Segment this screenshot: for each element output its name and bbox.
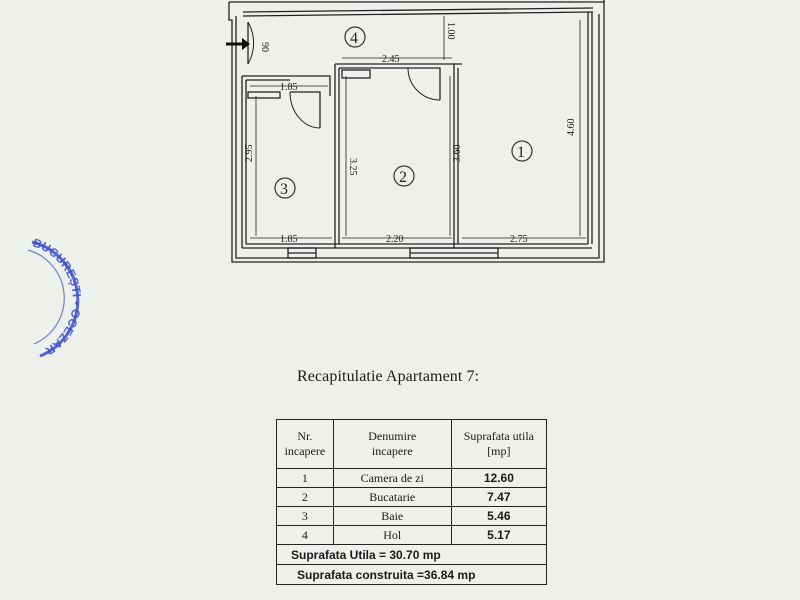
row-area: 5.46 bbox=[450, 506, 548, 526]
recap-title: Recapitulatie Apartament 7: bbox=[297, 368, 480, 385]
total-useful-row: Suprafata Utila = 30.70 mp bbox=[276, 544, 547, 565]
table-row: 2 Bucatarie 7.47 bbox=[276, 487, 548, 507]
total-built-row: Suprafata construita =36.84 mp bbox=[276, 564, 547, 585]
svg-text:4: 4 bbox=[350, 30, 358, 47]
official-stamp: BUCUREȘTI • OCEZARU S bbox=[2, 232, 84, 358]
dim-living-left-height: 3.60 bbox=[452, 145, 463, 163]
dim-door: 90 bbox=[259, 42, 270, 52]
room-number-2: 2 bbox=[393, 165, 415, 187]
row-name: Baie bbox=[332, 506, 452, 526]
row-nr: 2 bbox=[276, 487, 334, 507]
row-nr: 4 bbox=[276, 525, 334, 545]
row-area: 7.47 bbox=[450, 487, 548, 507]
dim-living-right-height: 4.60 bbox=[566, 119, 577, 137]
row-nr: 3 bbox=[276, 506, 334, 526]
dim-kitchen-height: 3.25 bbox=[347, 158, 358, 176]
dim-hall-depth: 1.00 bbox=[445, 22, 456, 40]
dim-hall-width: 2.45 bbox=[382, 54, 400, 65]
room-number-3: 3 bbox=[274, 177, 296, 199]
dim-bath-top: 1.85 bbox=[280, 82, 298, 93]
svg-text:2: 2 bbox=[399, 169, 407, 186]
dim-bath-bottom: 1.85 bbox=[280, 234, 298, 245]
row-area: 12.60 bbox=[450, 468, 548, 488]
floor-plan: 90 2.45 1.00 1.85 1.85 2.95 3.25 2.20 3.… bbox=[226, 0, 605, 263]
row-area: 5.17 bbox=[450, 525, 548, 545]
total-built: Suprafata construita =36.84 mp bbox=[276, 564, 547, 585]
row-name: Camera de zi bbox=[332, 468, 452, 488]
row-name: Bucatarie bbox=[332, 487, 452, 507]
table-row: 3 Baie 5.46 bbox=[276, 506, 548, 526]
header-area: Suprafata utila[mp] bbox=[450, 419, 548, 469]
row-name: Hol bbox=[332, 525, 452, 545]
row-nr: 1 bbox=[276, 468, 334, 488]
table-row: 4 Hol 5.17 bbox=[276, 525, 548, 545]
svg-text:1: 1 bbox=[517, 144, 525, 161]
dim-living-bottom: 2.75 bbox=[510, 234, 528, 245]
header-nr: Nr.incapere bbox=[276, 419, 334, 469]
room-number-1: 1 bbox=[511, 140, 533, 162]
entrance-arrow-icon bbox=[226, 38, 250, 50]
room-number-4: 4 bbox=[344, 26, 366, 48]
table-row: 1 Camera de zi 12.60 bbox=[276, 468, 548, 488]
svg-text:3: 3 bbox=[280, 181, 288, 198]
dim-bath-height: 2.95 bbox=[244, 145, 255, 163]
dim-kitchen-bottom: 2.20 bbox=[386, 234, 404, 245]
total-useful: Suprafata Utila = 30.70 mp bbox=[276, 544, 547, 565]
